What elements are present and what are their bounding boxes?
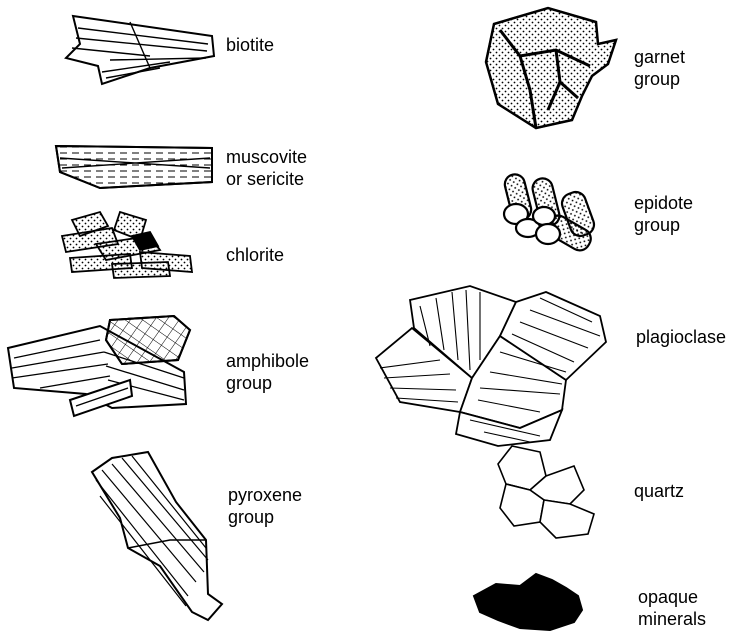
label-line: opaque: [638, 586, 706, 608]
plagioclase-label: plagioclase: [636, 326, 726, 348]
biotite-label: biotite: [226, 34, 274, 56]
garnet-sketch: [486, 8, 616, 128]
chlorite-sketch: [62, 212, 192, 278]
biotite-sketch: [66, 16, 214, 84]
pyroxene-label: pyroxene group: [228, 484, 302, 528]
label-line: group: [634, 68, 685, 90]
label-line: or sericite: [226, 168, 307, 190]
label-line: epidote: [634, 192, 693, 214]
garnet-label: garnet group: [634, 46, 685, 90]
label-line: group: [226, 372, 309, 394]
label-line: pyroxene: [228, 484, 302, 506]
label-line: chlorite: [226, 244, 284, 266]
label-line: group: [228, 506, 302, 528]
muscovite-label: muscovite or sericite: [226, 146, 307, 190]
label-line: muscovite: [226, 146, 307, 168]
label-line: biotite: [226, 34, 274, 56]
label-line: garnet: [634, 46, 685, 68]
label-line: minerals: [638, 608, 706, 630]
opaque-label: opaque minerals: [638, 586, 706, 630]
label-line: amphibole: [226, 350, 309, 372]
label-line: plagioclase: [636, 326, 726, 348]
chlorite-label: chlorite: [226, 244, 284, 266]
amphibole-label: amphibole group: [226, 350, 309, 394]
pyroxene-sketch: [92, 452, 222, 620]
amphibole-sketch: [8, 316, 190, 416]
muscovite-sketch: [56, 146, 212, 188]
epidote-label: epidote group: [634, 192, 693, 236]
epidote-sketch: [503, 172, 597, 254]
label-line: group: [634, 214, 693, 236]
plagioclase-sketch: [376, 286, 606, 446]
opaque-sketch: [474, 574, 582, 630]
quartz-label: quartz: [634, 480, 684, 502]
label-line: quartz: [634, 480, 684, 502]
quartz-sketch: [498, 446, 594, 538]
